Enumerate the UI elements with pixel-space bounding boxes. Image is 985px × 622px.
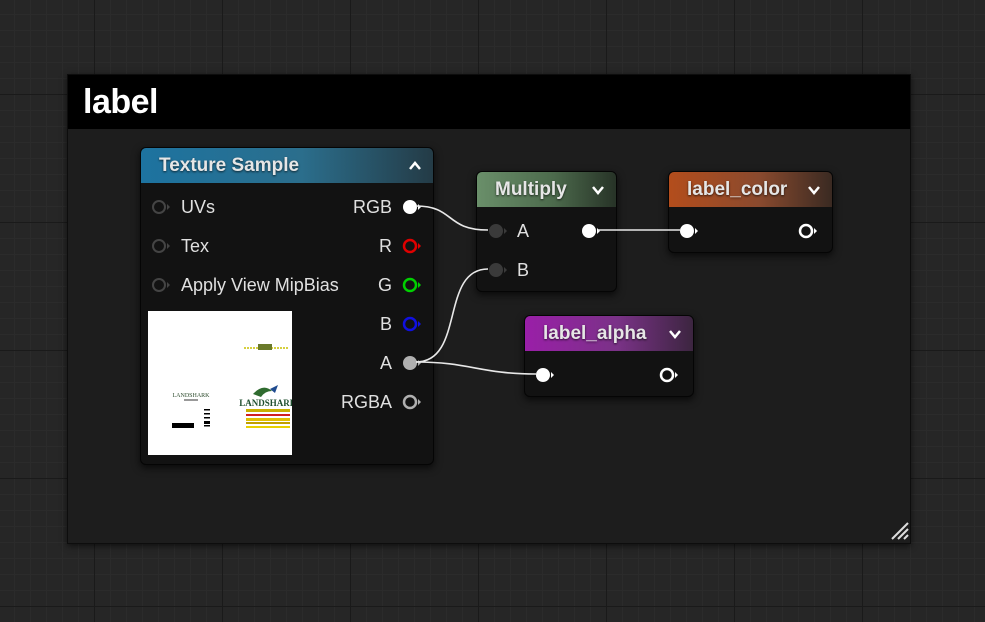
input-pin-icon[interactable] bbox=[150, 237, 172, 255]
output-pin-label: A bbox=[379, 353, 392, 373]
multiply-node[interactable]: Multiply A B bbox=[476, 171, 617, 292]
chevron-down-icon[interactable] bbox=[590, 182, 606, 198]
label-color-pins bbox=[669, 221, 832, 241]
output-pin-a-icon[interactable] bbox=[401, 354, 423, 372]
chevron-down-icon[interactable] bbox=[667, 326, 683, 342]
input-pin-label: UVs bbox=[181, 197, 216, 217]
output-pin-rgb-icon[interactable] bbox=[401, 198, 423, 216]
label-alpha-header[interactable]: label_alpha bbox=[525, 316, 693, 351]
texture-preview-thumbnail: LANDSHARK LANDSHARK bbox=[148, 311, 297, 455]
label-alpha-pins bbox=[525, 365, 693, 385]
texture-sample-title: Texture Sample bbox=[159, 155, 300, 176]
output-pin-label: G bbox=[377, 275, 392, 295]
chevron-up-icon[interactable] bbox=[407, 158, 423, 174]
label-alpha-title: label_alpha bbox=[543, 323, 647, 344]
preview-label-left: LANDSHARK bbox=[172, 393, 210, 399]
output-pin-b-icon[interactable] bbox=[401, 315, 423, 333]
input-pin-icon[interactable] bbox=[150, 198, 172, 216]
input-pin-label: A bbox=[517, 221, 530, 241]
input-pin-row-tex: Tex bbox=[141, 236, 433, 256]
output-pin-rgba-icon[interactable] bbox=[401, 393, 423, 411]
multiply-title: Multiply bbox=[495, 179, 567, 200]
multiply-header[interactable]: Multiply bbox=[477, 172, 616, 207]
output-pin-label: RGB bbox=[352, 197, 392, 217]
input-pin-label: B bbox=[517, 260, 530, 280]
comment-title[interactable]: label bbox=[68, 75, 910, 129]
output-pin-r-icon[interactable] bbox=[401, 237, 423, 255]
input-pin-row-uvs: UVs bbox=[141, 197, 433, 217]
input-pin-icon[interactable] bbox=[534, 366, 556, 384]
input-pin-b-icon[interactable] bbox=[487, 261, 509, 279]
texture-sample-node[interactable]: Texture Sample UVs Tex Apply View MipBia… bbox=[140, 147, 434, 465]
texture-sample-header[interactable]: Texture Sample bbox=[141, 148, 433, 183]
input-pin-label: Tex bbox=[181, 236, 210, 256]
output-pin-icon[interactable] bbox=[797, 222, 819, 240]
label-alpha-node[interactable]: label_alpha bbox=[524, 315, 694, 397]
output-pin-row-r: R bbox=[233, 236, 433, 256]
input-pin-a-icon[interactable] bbox=[487, 222, 509, 240]
preview-label-right: LANDSHARK bbox=[239, 398, 292, 408]
output-pin-label: R bbox=[379, 236, 392, 256]
multiply-input-a-row: A bbox=[477, 221, 616, 241]
input-pin-row-mipbias: Apply View MipBias bbox=[141, 275, 433, 295]
input-pin-icon[interactable] bbox=[150, 276, 172, 294]
input-pin-icon[interactable] bbox=[678, 222, 700, 240]
label-color-header[interactable]: label_color bbox=[669, 172, 832, 207]
chevron-down-icon[interactable] bbox=[806, 182, 822, 198]
resize-handle-icon[interactable] bbox=[890, 521, 910, 541]
label-color-title: label_color bbox=[687, 179, 788, 200]
output-pin-label: B bbox=[379, 314, 392, 334]
output-pin-g-icon[interactable] bbox=[401, 276, 423, 294]
output-pin-row-a: A bbox=[233, 353, 433, 373]
output-pin-icon[interactable] bbox=[580, 222, 602, 240]
input-pin-label: Apply View MipBias bbox=[181, 275, 339, 295]
multiply-input-b-row: B bbox=[477, 260, 616, 280]
output-pin-row-rgba: RGBA bbox=[233, 392, 433, 412]
output-pin-row-rgb: RGB bbox=[233, 197, 433, 217]
output-pin-row-g: G bbox=[233, 275, 433, 295]
output-pin-icon[interactable] bbox=[658, 366, 680, 384]
label-color-node[interactable]: label_color bbox=[668, 171, 833, 253]
output-pin-label: RGBA bbox=[340, 392, 392, 412]
